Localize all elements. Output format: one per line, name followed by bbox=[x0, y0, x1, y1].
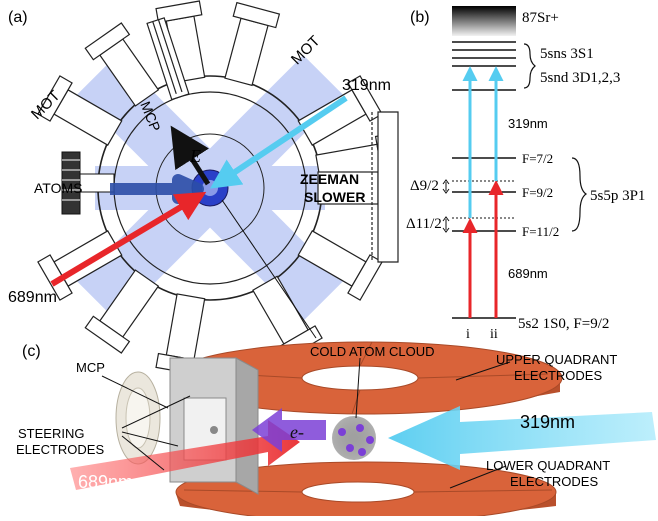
panel-b: (b) 87Sr+ 5sns 3S1 5snd 3D1,2,3 bbox=[406, 6, 645, 342]
zeeman-label-2: SLOWER bbox=[304, 189, 365, 205]
cloud-pointer-line bbox=[221, 199, 317, 339]
rydberg-brace bbox=[523, 43, 536, 89]
rydberg-d-label: 5snd 3D1,2,3 bbox=[540, 70, 620, 86]
atoms-label: ATOMS bbox=[34, 180, 83, 196]
f72-label: F=7/2 bbox=[522, 151, 553, 166]
p-levels bbox=[452, 157, 516, 232]
detuning-arrows bbox=[442, 179, 450, 233]
panel-c-label: (c) bbox=[22, 343, 41, 360]
mcp-tube bbox=[146, 17, 190, 101]
beam-319-c bbox=[388, 406, 656, 470]
cold-atom-cloud bbox=[332, 416, 376, 460]
wl-319-label: 319nm bbox=[508, 116, 548, 131]
lower-label-2: ELECTRODES bbox=[510, 474, 598, 489]
steering-label-2: ELECTRODES bbox=[16, 442, 104, 457]
zeeman-label-1: ZEEMAN bbox=[300, 171, 359, 187]
rydberg-levels bbox=[452, 41, 516, 91]
upper-electrodes bbox=[169, 341, 563, 415]
f112-label: F=11/2 bbox=[522, 224, 559, 239]
wl-689-label: 689nm bbox=[508, 266, 548, 281]
beam-689-arrow bbox=[50, 191, 207, 287]
beam-689-c bbox=[70, 420, 300, 490]
p-state-label: 5s5p 3P1 bbox=[590, 188, 645, 204]
f92-label: F=9/2 bbox=[522, 185, 553, 200]
beam-319-label-c: 319nm bbox=[520, 412, 575, 432]
atom-oven bbox=[61, 151, 115, 215]
steering-electrode-assembly bbox=[169, 357, 259, 495]
delta-112-label: Δ11/2 bbox=[406, 216, 442, 232]
pointer-lines-c bbox=[101, 357, 511, 489]
beam-319-label-a: 319nm bbox=[342, 77, 391, 94]
ionization-continuum bbox=[452, 6, 516, 36]
upper-label-1: UPPER QUADRANT bbox=[496, 352, 617, 367]
beam-689-label-c: 689nm bbox=[78, 472, 133, 492]
upper-label-2: ELECTRODES bbox=[514, 368, 602, 383]
cold-cloud-label: COLD ATOM CLOUD bbox=[310, 344, 434, 359]
electron-arrow bbox=[252, 408, 326, 452]
electron-label: e- bbox=[290, 422, 304, 442]
ground-label: 5s2 1S0, F=9/2 bbox=[518, 316, 609, 332]
lower-label-1: LOWER QUADRANT bbox=[486, 458, 610, 473]
panel-b-label: (b) bbox=[410, 9, 430, 26]
mcp-label-c: MCP bbox=[76, 360, 105, 375]
ion-level-label: 87Sr+ bbox=[522, 10, 559, 26]
beam-319-arrow bbox=[210, 95, 348, 189]
path-i-label: i bbox=[466, 327, 470, 342]
e-field-label: E bbox=[189, 146, 201, 166]
beam-689-label-a: 689nm bbox=[8, 289, 57, 306]
panel-a: (a) bbox=[8, 0, 399, 376]
path-ii-label: ii bbox=[490, 327, 498, 342]
e-field-arrow bbox=[170, 125, 211, 186]
zeeman-slower bbox=[317, 111, 399, 263]
delta-92-label: Δ9/2 bbox=[410, 178, 439, 194]
lower-electrodes bbox=[175, 461, 557, 521]
panel-a-label: (a) bbox=[8, 9, 28, 26]
panel-c: (c) bbox=[16, 341, 656, 521]
rydberg-s-label: 5sns 3S1 bbox=[540, 46, 594, 62]
steering-label-1: STEERING bbox=[18, 426, 84, 441]
virtual-levels bbox=[452, 180, 516, 219]
p-state-brace bbox=[571, 157, 588, 232]
